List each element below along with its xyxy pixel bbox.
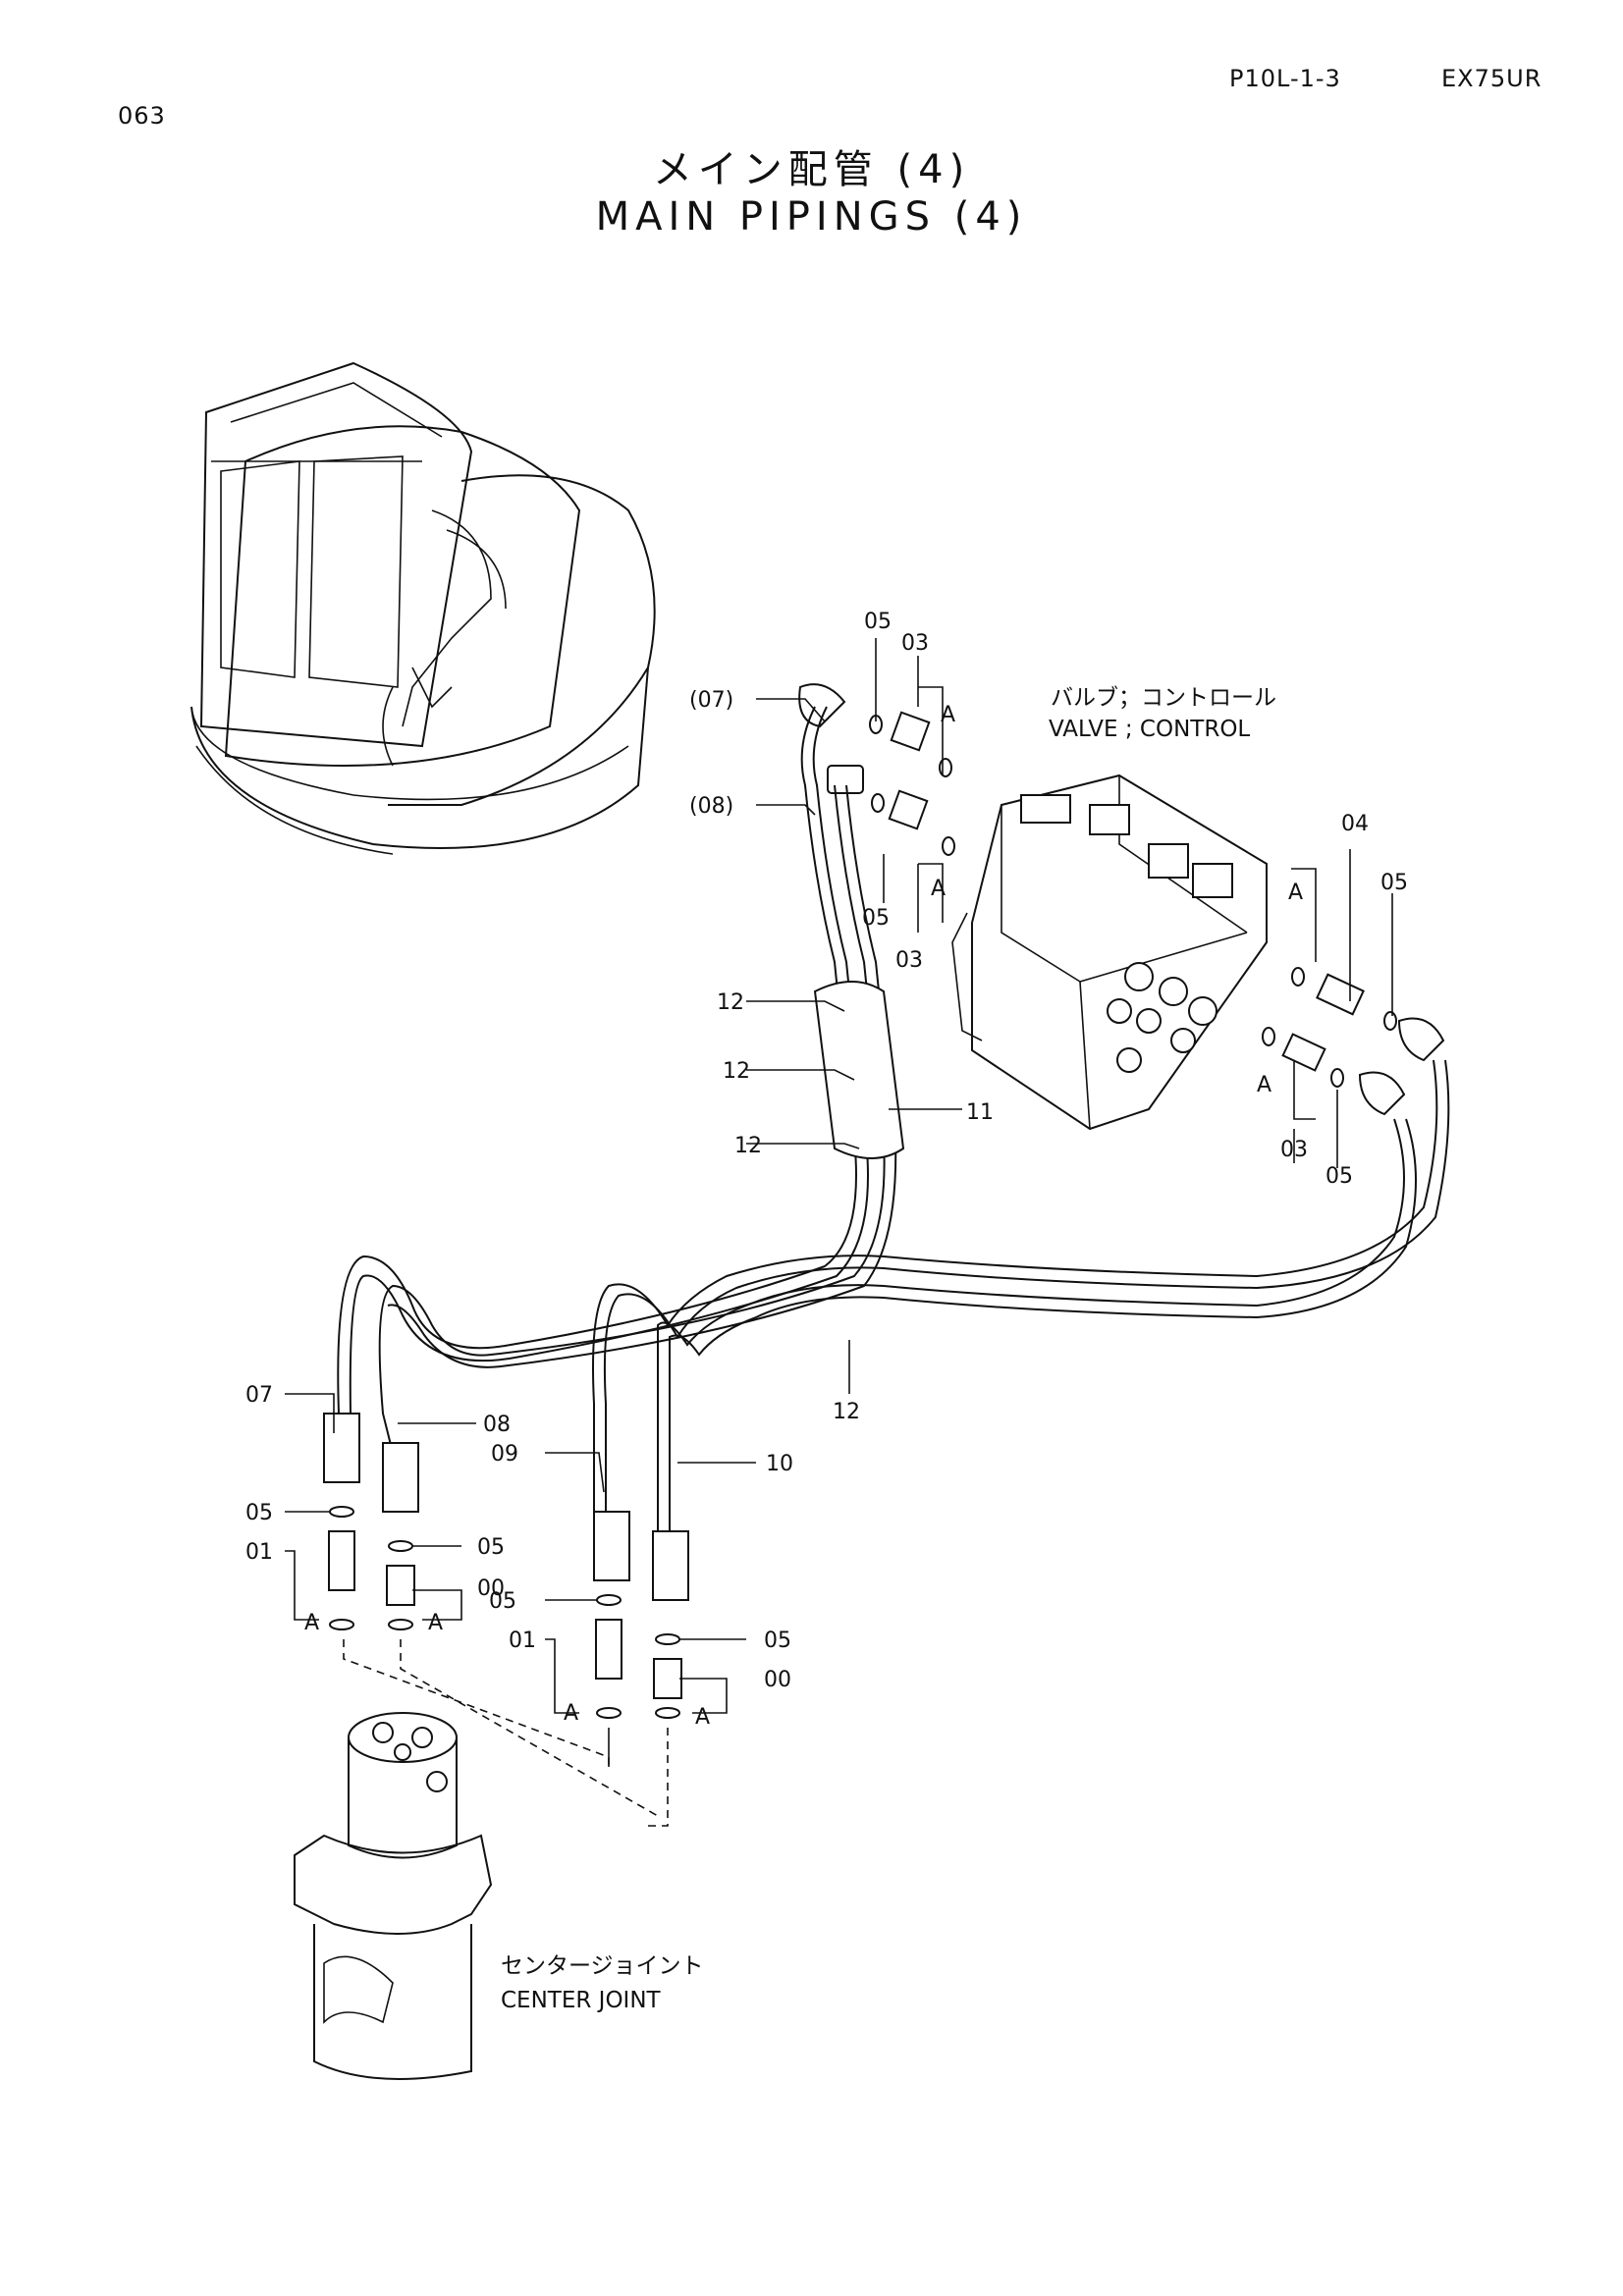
callout-a-left-1: A: [304, 1611, 319, 1635]
center-joint: [294, 1712, 493, 2080]
page-title-japanese: メイン配管 (4): [652, 147, 971, 192]
page-number: 063: [118, 102, 166, 130]
callout-12-d: 12: [833, 1400, 860, 1424]
callout-05-top: 05: [864, 610, 892, 634]
control-valve: [951, 774, 1268, 1131]
callout-12-a: 12: [717, 990, 744, 1015]
callout-11: 11: [966, 1100, 994, 1125]
callout-a-mid-1: A: [564, 1701, 578, 1726]
leader-lines: [285, 638, 1393, 1827]
callout-05-left-2: 05: [477, 1535, 505, 1560]
valve-caption-japanese: バルブ；コントロール: [1051, 685, 1276, 711]
callout-labels: 05 03 A (07) (08) 05 A 03 04 05 A A 03 0…: [245, 610, 1408, 1730]
callout-04: 04: [1341, 812, 1369, 836]
callout-a-top: A: [941, 703, 955, 727]
valve-caption-english: VALVE ; CONTROL: [1049, 717, 1250, 742]
callout-01-left: 01: [245, 1540, 273, 1565]
hose-bundle: [323, 706, 1450, 1601]
callout-07: 07: [245, 1383, 273, 1408]
part-code: P10L-1-3: [1229, 65, 1341, 92]
callout-05-mid-1: 05: [489, 1589, 516, 1614]
callout-a-right-1: A: [1288, 881, 1303, 905]
left-fittings: [328, 1506, 682, 1719]
callout-03-right: 03: [1280, 1138, 1308, 1162]
callout-03-top: 03: [901, 631, 929, 656]
callout-10: 10: [766, 1452, 793, 1476]
callout-05-right-2: 05: [1325, 1164, 1353, 1189]
valve-right-fittings: [1262, 967, 1445, 1116]
callout-09: 09: [491, 1442, 518, 1467]
callout-00-mid: 00: [764, 1668, 791, 1692]
callout-a-mid-2: A: [695, 1705, 710, 1730]
callout-a-left-2: A: [428, 1611, 443, 1635]
center-joint-caption-english: CENTER JOINT: [501, 1988, 662, 2013]
excavator-illustration: [190, 361, 656, 855]
center-joint-caption-japanese: センタージョイント: [501, 1953, 704, 1979]
callout-05-mid: 05: [862, 906, 890, 931]
callout-08-paren: (08): [689, 794, 733, 819]
callout-01-mid: 01: [509, 1629, 536, 1653]
callout-12-b: 12: [723, 1059, 750, 1084]
callout-05-left-1: 05: [245, 1501, 273, 1525]
page-title-english: MAIN PIPINGS (4): [595, 194, 1028, 240]
callout-07-paren: (07): [689, 688, 733, 713]
callout-a-right-2: A: [1257, 1073, 1271, 1097]
callout-05-right: 05: [1380, 871, 1408, 895]
callout-03-mid: 03: [895, 948, 923, 973]
callout-a-mid: A: [931, 877, 946, 901]
callout-12-c: 12: [734, 1134, 762, 1158]
callout-08: 08: [483, 1413, 511, 1437]
callout-05-mid-2: 05: [764, 1629, 791, 1653]
callout-00-left: 00: [477, 1576, 505, 1601]
model-code: EX75UR: [1441, 65, 1542, 92]
